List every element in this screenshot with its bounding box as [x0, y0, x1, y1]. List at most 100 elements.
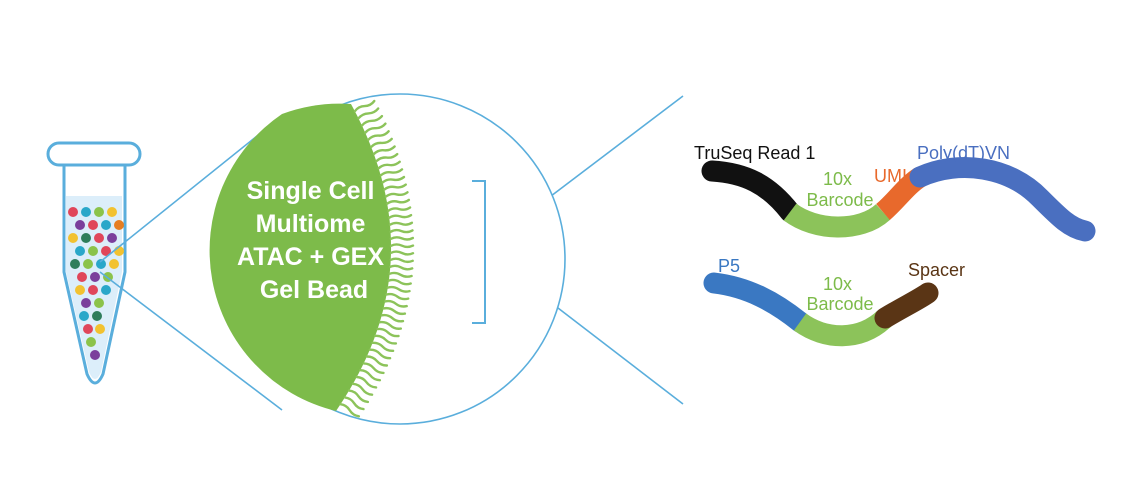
bead-oligo-strand [360, 114, 384, 127]
bead-oligo-strand [339, 403, 361, 418]
bead-oligo-strand [364, 122, 387, 134]
bead-oligo-strand [365, 355, 389, 367]
cell-droplet [94, 233, 104, 243]
bead-oligo-strand [351, 382, 374, 396]
bead-oligo-strand [372, 145, 396, 156]
tube-body [62, 165, 127, 385]
cell-droplet [95, 324, 105, 334]
bead-oligo-strand [389, 236, 415, 241]
spacer-segment [874, 282, 939, 329]
atac-oligo [703, 272, 939, 347]
cell-droplets [68, 207, 124, 360]
bead-oligo-strand [379, 168, 404, 177]
polydt-segment [909, 157, 1096, 242]
polydt-label: Poly(dT)VN [917, 143, 1010, 163]
bead-oligo-strand [367, 130, 390, 141]
bead-label: Single Cell Multiome ATAC + GEX Gel Bead [237, 177, 391, 304]
cell-droplet [94, 207, 104, 217]
atac-barcode-label-line2: Barcode [806, 294, 873, 314]
bead-oligo-strand [389, 257, 414, 264]
gex-barcode-label-line1: 10x [823, 169, 852, 189]
cell-droplet [79, 311, 89, 321]
tube-cap [46, 141, 142, 167]
bead-oligo-strand [389, 264, 414, 271]
microcentrifuge-tube [46, 141, 142, 385]
bead-oligo-strand [375, 152, 399, 163]
cell-droplet [107, 207, 117, 217]
cell-droplet [94, 298, 104, 308]
bead-label-line: Single Cell [247, 177, 375, 205]
bead-oligo-strand [359, 369, 382, 382]
bead-oligo-strand [386, 198, 411, 205]
bead-oligo-strand [388, 271, 413, 278]
callout-line-tube-bottom [99, 271, 283, 411]
bead-oligo-strand [347, 389, 370, 404]
cell-droplet [107, 233, 117, 243]
cell-droplet [83, 259, 93, 269]
gel-bead-section [209, 103, 392, 412]
bead-label-line: Gel Bead [260, 276, 368, 304]
bead-oligo-strand [384, 299, 408, 308]
bead-oligo-strand [387, 278, 412, 286]
bead-oligo-strand [362, 362, 385, 375]
cell-droplet [88, 285, 98, 295]
bead-oligo-strand [381, 175, 406, 184]
cell-droplet [88, 220, 98, 230]
cell-droplet [109, 259, 119, 269]
cell-droplet [114, 220, 124, 230]
bead-oligo-strand [380, 313, 405, 323]
oligo-bracket [472, 180, 486, 324]
bead-oligo-strand [385, 292, 410, 301]
cell-droplet [96, 259, 106, 269]
cell-droplet [75, 220, 85, 230]
bead-oligo-strand [389, 243, 415, 249]
cell-droplet [90, 350, 100, 360]
gex-capture-oligo [701, 157, 1096, 242]
cell-droplet [83, 324, 93, 334]
gel-bead-magnifier: Single Cell Multiome ATAC + GEX Gel Bead [209, 93, 566, 425]
bead-oligo-strand [383, 183, 407, 191]
atac-barcode-segment [793, 310, 893, 347]
cell-droplet [77, 272, 87, 282]
bead-oligo-strand [357, 107, 380, 120]
gex-oligo-labels: TruSeq Read 1 10x Barcode UMI Poly(dT)VN [694, 143, 1010, 210]
cell-droplet [68, 233, 78, 243]
bead-oligo-strand [353, 99, 376, 113]
cell-droplet [81, 207, 91, 217]
spacer-label: Spacer [908, 260, 965, 280]
gex-barcode-label: 10x Barcode [806, 169, 873, 210]
atac-barcode-label-line1: 10x [823, 274, 852, 294]
bead-oligo-strand [386, 285, 411, 293]
bead-oligo-strand [368, 348, 392, 360]
cell-droplet [101, 220, 111, 230]
cell-droplet [90, 272, 100, 282]
cell-droplet [88, 246, 98, 256]
cell-droplet [81, 233, 91, 243]
cell-droplet [92, 311, 102, 321]
p5-segment [703, 272, 811, 333]
bead-oligo-strand [343, 396, 365, 411]
bead-oligo-strand [382, 306, 407, 316]
bead-oligo-strand [378, 320, 402, 330]
cell-droplet [70, 259, 80, 269]
truseq-read1-label: TruSeq Read 1 [694, 143, 815, 163]
bead-label-line: Multiome [256, 210, 366, 238]
bead-oligo-strand [389, 250, 415, 256]
atac-barcode-label: 10x Barcode [806, 274, 873, 314]
bead-oligo-strand [371, 341, 395, 353]
cell-droplet [101, 285, 111, 295]
bead-oligo-strand [388, 221, 414, 226]
bead-oligo-fringe [339, 99, 415, 418]
cell-droplet [81, 298, 91, 308]
gex-barcode-label-line2: Barcode [806, 190, 873, 210]
cell-droplet [75, 285, 85, 295]
truseq-read1-segment [701, 160, 801, 223]
bead-oligo-strand [384, 191, 409, 198]
bead-oligo-strand [370, 137, 393, 149]
bead-oligo-strand [377, 160, 401, 170]
bead-oligo-strand [387, 206, 412, 212]
callout-line-tube-top [99, 115, 283, 263]
bead-label-line: ATAC + GEX [237, 243, 384, 271]
bead-oligo-strand [374, 334, 398, 345]
